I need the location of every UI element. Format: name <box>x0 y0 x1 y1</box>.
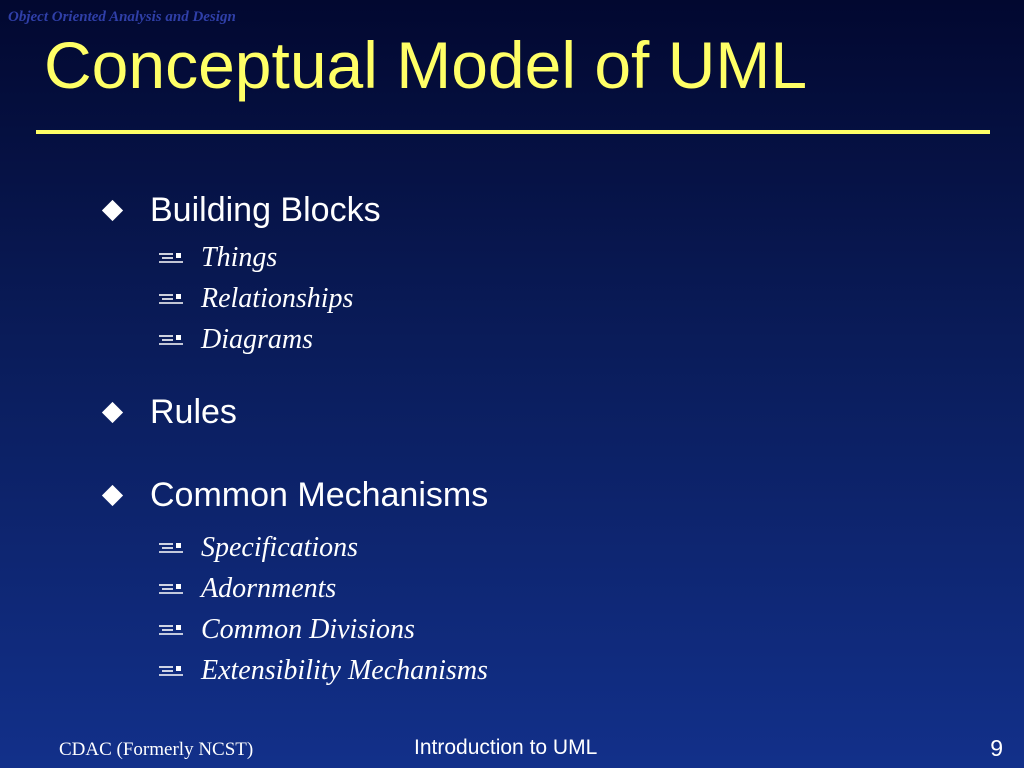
bullet-item-building-blocks: Building Blocks <box>101 190 381 230</box>
bullet-item-common-mechanisms: Common Mechanisms <box>101 475 489 515</box>
sub-bullet-label: Diagrams <box>201 324 314 355</box>
bullet-label: Rules <box>150 392 237 431</box>
header-note: Object Oriented Analysis and Design <box>8 9 236 25</box>
diamond-bullet-icon <box>101 401 124 423</box>
diamond-bullet-icon <box>101 484 124 506</box>
bullet-label: Common Mechanisms <box>150 475 489 514</box>
sub-bullet-item-specifications: Specifications <box>157 531 358 565</box>
title-underline <box>36 130 990 134</box>
sub-bullet-icon <box>159 625 183 635</box>
sub-bullet-label: Relationships <box>201 283 354 314</box>
sub-bullet-icon <box>159 335 183 345</box>
sub-bullet-item-adornments: Adornments <box>157 572 336 606</box>
bullet-label: Building Blocks <box>150 190 381 229</box>
sub-bullet-icon <box>159 584 183 594</box>
sub-bullet-label: Adornments <box>201 573 337 604</box>
sub-bullet-label: Things <box>201 242 278 273</box>
sub-bullet-item-relationships: Relationships <box>157 282 353 316</box>
sub-bullet-icon <box>159 666 183 676</box>
sub-bullet-item-things: Things <box>157 241 277 275</box>
sub-bullet-label: Extensibility Mechanisms <box>201 655 488 686</box>
sub-bullet-label: Common Divisions <box>201 614 415 645</box>
diamond-bullet-icon <box>101 199 124 221</box>
sub-bullet-icon <box>159 253 183 263</box>
sub-bullet-item-diagrams: Diagrams <box>157 323 313 357</box>
slide-title: Conceptual Model of UML <box>44 28 808 102</box>
page-number: 9 <box>990 735 1003 761</box>
sub-bullet-item-common-divisions: Common Divisions <box>157 613 415 647</box>
footer-title: Introduction to UML <box>414 736 598 759</box>
sub-bullet-icon <box>159 294 183 304</box>
bullet-item-rules: Rules <box>101 392 237 432</box>
footer-organization: CDAC (Formerly NCST) <box>59 739 254 760</box>
sub-bullet-item-extensibility-mechanisms: Extensibility Mechanisms <box>157 654 488 688</box>
sub-bullet-label: Specifications <box>201 532 359 563</box>
sub-bullet-icon <box>159 543 183 553</box>
